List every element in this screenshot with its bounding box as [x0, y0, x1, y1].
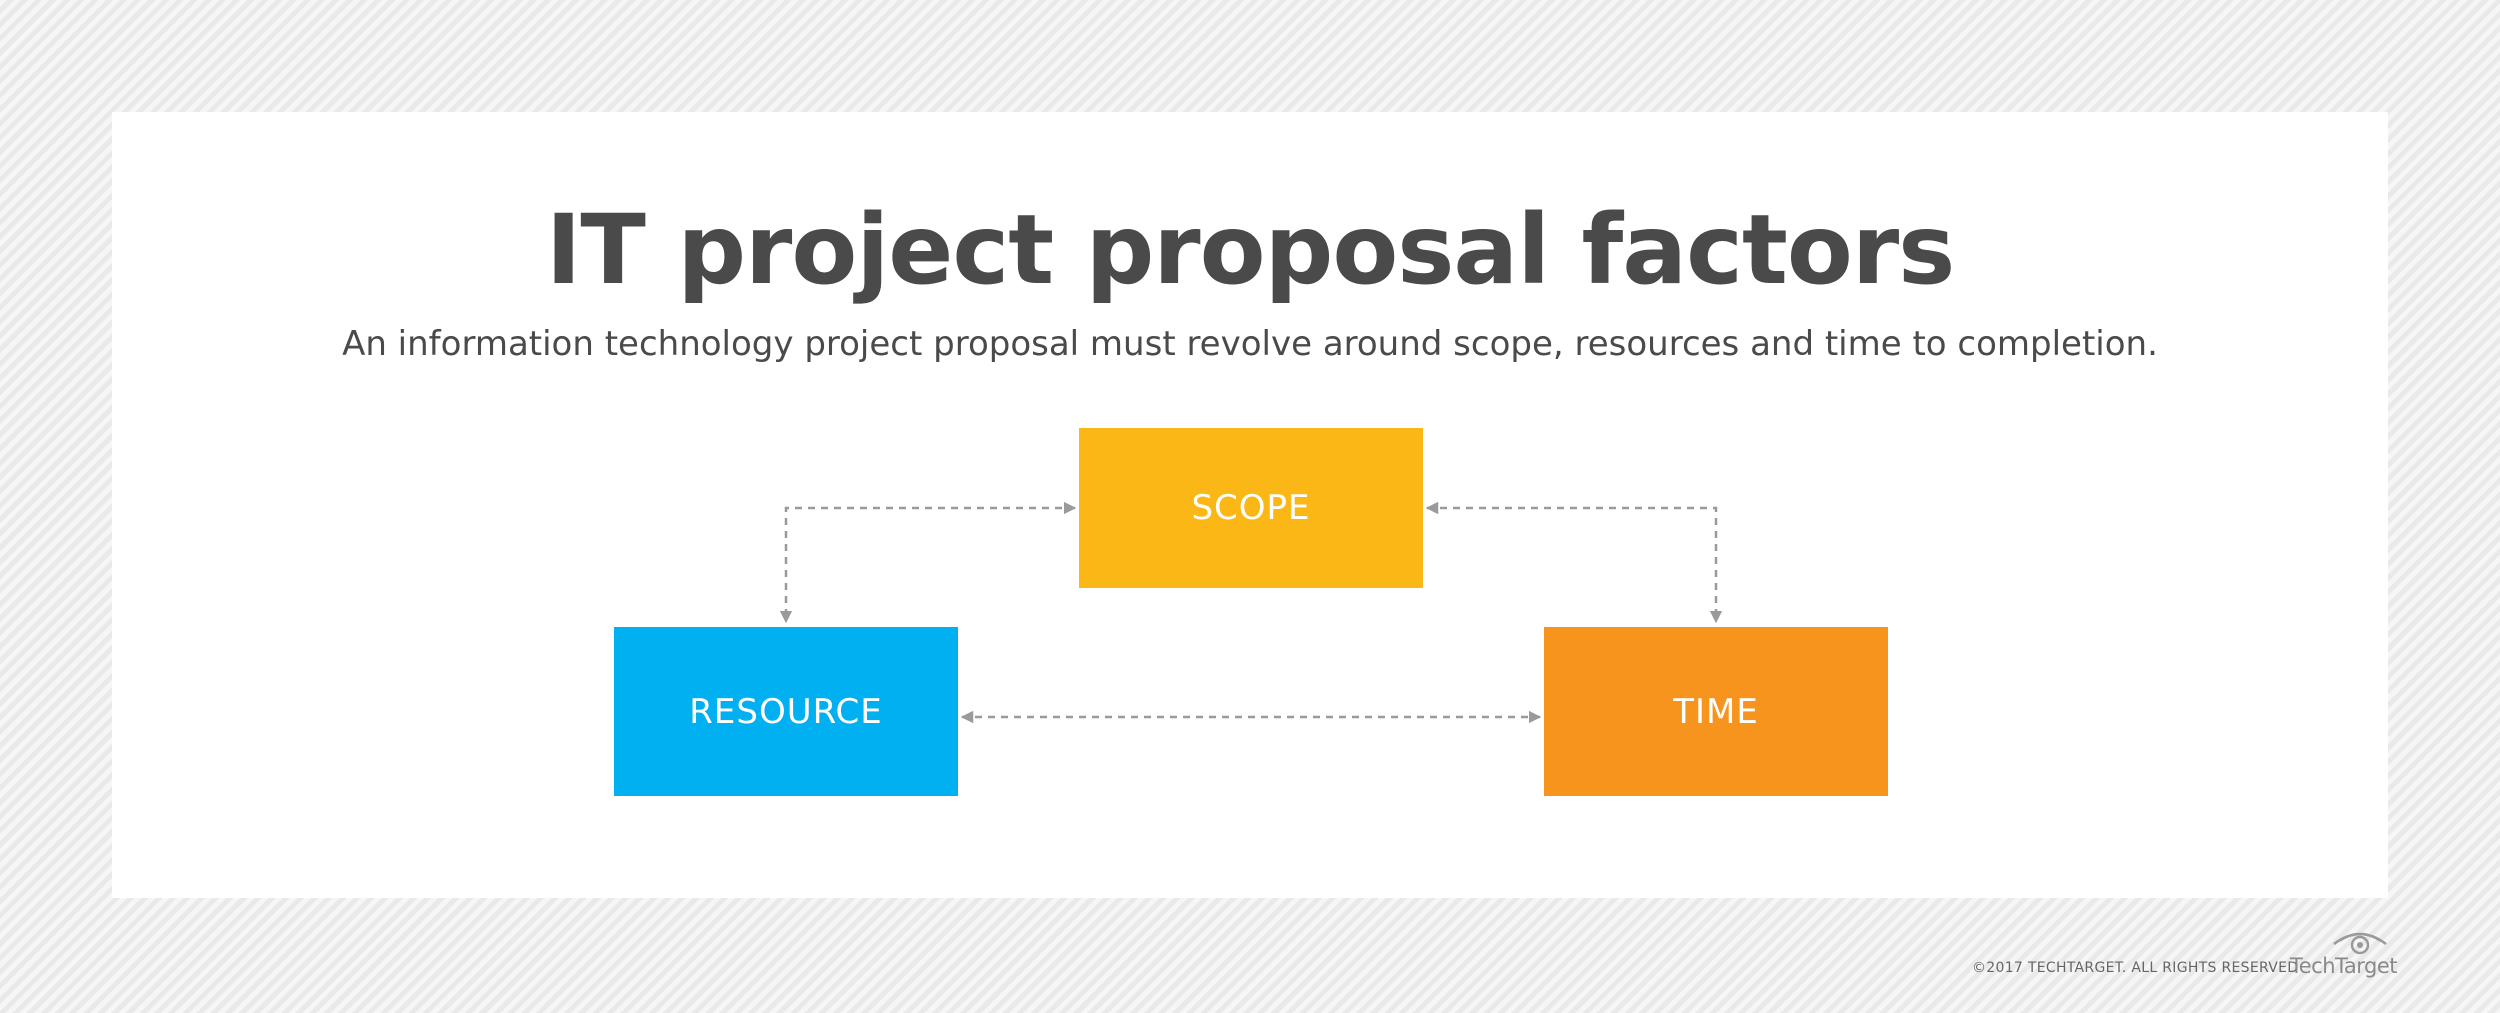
time-label: TIME	[1673, 691, 1759, 732]
scope-box: SCOPE	[1079, 428, 1423, 588]
copyright-text: ©2017 TECHTARGET. ALL RIGHTS RESERVED	[1972, 960, 2299, 976]
resource-label: RESOURCE	[689, 691, 883, 732]
techtarget-eye-icon	[2333, 932, 2387, 955]
scope-label: SCOPE	[1191, 488, 1311, 528]
page-subtitle: An information technology project propos…	[342, 324, 2158, 364]
connector-scope-resource	[779, 501, 1077, 624]
connector-scope-time	[1425, 501, 1723, 624]
brand-logo-text: TechTarget	[2290, 954, 2398, 978]
resource-box: RESOURCE	[614, 627, 958, 796]
page-title: IT project proposal factors	[545, 194, 1956, 306]
time-box: TIME	[1544, 627, 1888, 796]
